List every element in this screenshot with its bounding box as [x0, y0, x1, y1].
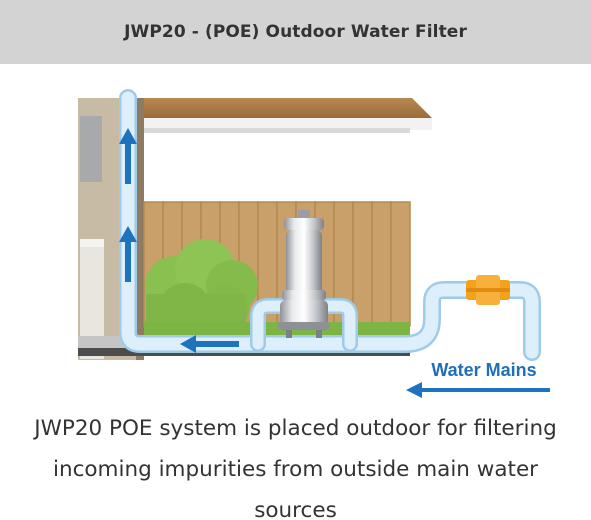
flow-arrow-icon	[119, 226, 137, 282]
flow-arrow-icon	[119, 128, 137, 184]
roof-eave	[144, 98, 432, 133]
flow-arrows	[119, 128, 239, 353]
grass	[144, 322, 410, 336]
flow-arrow-icon	[406, 382, 550, 398]
fence-slat	[371, 201, 392, 327]
caption-line: incoming impurities from outside main wa…	[52, 457, 539, 482]
fence-slat	[390, 201, 411, 327]
title-banner: JWP20 - (POE) Outdoor Water Filter	[0, 0, 591, 64]
page-title: JWP20 - (POE) Outdoor Water Filter	[124, 22, 467, 42]
filter-housing-icon	[278, 210, 330, 338]
filter-installation-diagram: Water Mains	[78, 89, 550, 398]
house-window	[80, 116, 102, 182]
caption-line: JWP20 POE system is placed outdoor for f…	[34, 416, 557, 441]
caption-line: sources	[254, 498, 337, 520]
diagram-caption: JWP20 POE system is placed outdoor for f…	[0, 408, 591, 520]
water-mains-label: Water Mains	[431, 360, 536, 380]
valve-icon	[466, 275, 510, 305]
flow-arrow-icon	[180, 335, 239, 353]
